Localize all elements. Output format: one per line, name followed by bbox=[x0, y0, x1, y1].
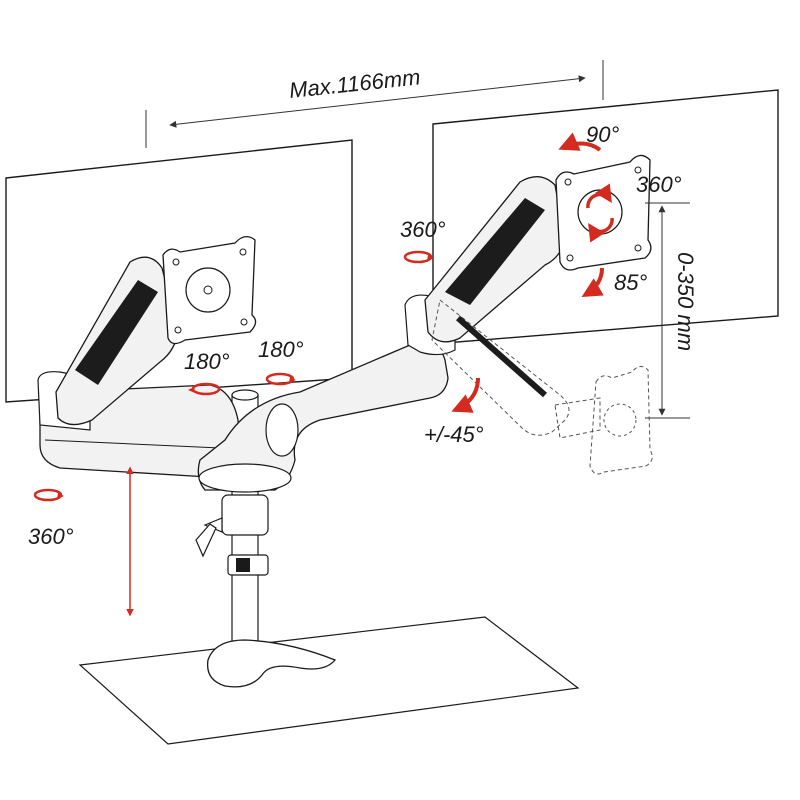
height-range-dimension: 0-350 mm bbox=[645, 202, 698, 419]
swivel-left-base-icon bbox=[33, 488, 64, 502]
right-arm-assembly bbox=[197, 154, 652, 493]
tilt-up-label: 90° bbox=[586, 122, 619, 147]
tilt-angle-label: +/-45° bbox=[424, 422, 484, 447]
swivel-right-joint-label: 360° bbox=[400, 217, 446, 242]
rotate-right-label: 360° bbox=[636, 172, 682, 197]
pan-left-label: 180° bbox=[184, 349, 230, 374]
tilt-down-label: 85° bbox=[614, 270, 647, 295]
pan-right-icon bbox=[265, 372, 296, 386]
height-range-label: 0-350 mm bbox=[673, 252, 698, 351]
tilt-up-arrow bbox=[558, 132, 602, 152]
swivel-left-base-label: 360° bbox=[28, 524, 74, 549]
max-width-label: Max.1166mm bbox=[288, 64, 422, 103]
tilt-down-arrow bbox=[581, 267, 604, 298]
lowered-vesa-plate bbox=[589, 366, 653, 475]
left-arm-assembly bbox=[37, 236, 257, 479]
pan-right-label: 180° bbox=[258, 337, 304, 362]
right-arm-lowered-ghost bbox=[431, 299, 653, 475]
rotation-circle-arrow bbox=[586, 183, 614, 243]
pan-left-icon bbox=[188, 382, 221, 396]
stand-base bbox=[206, 639, 337, 688]
swivel-right-joint-icon bbox=[403, 250, 434, 264]
tilt-45-arrow bbox=[451, 377, 480, 413]
desk-surface bbox=[78, 616, 580, 745]
